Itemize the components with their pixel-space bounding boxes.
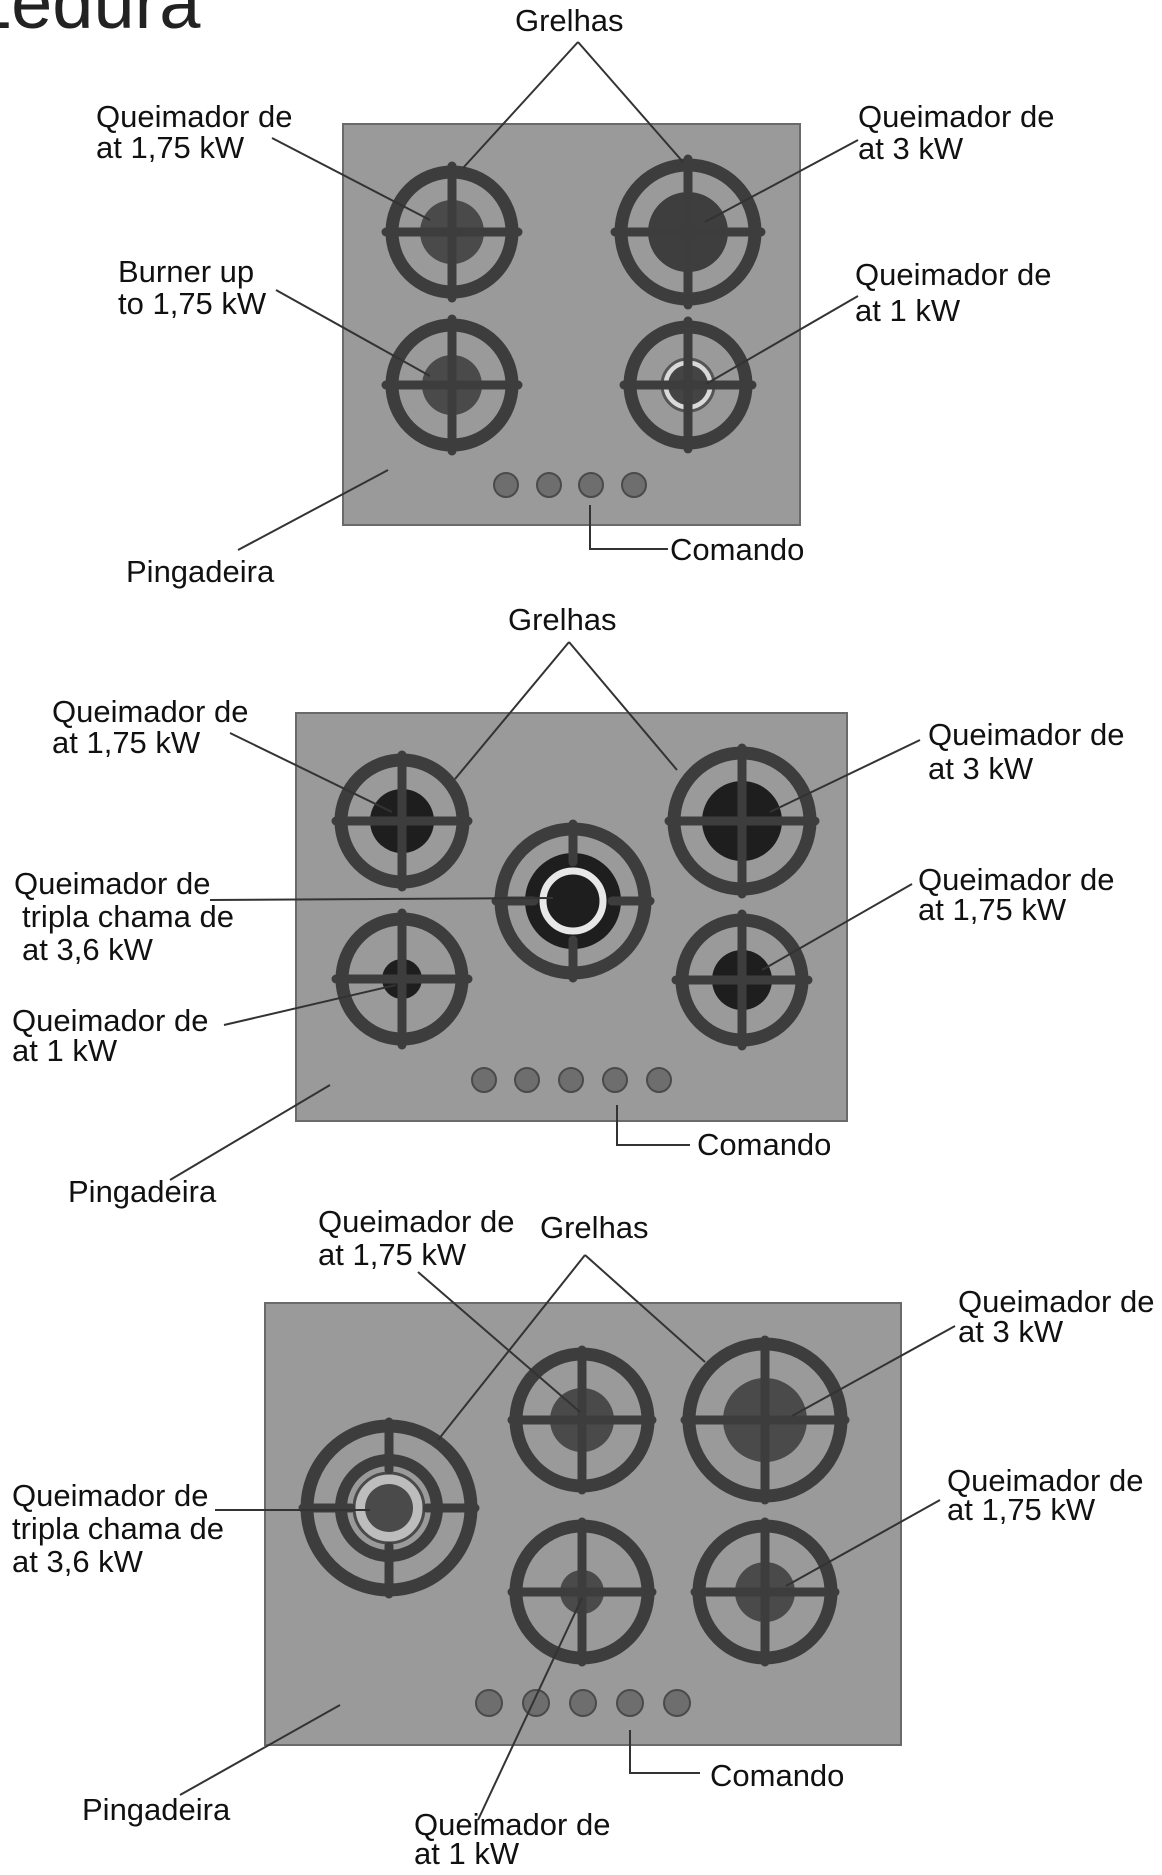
label-burner-bottom-right-l2: at 1,75 kW — [947, 1492, 1096, 1527]
label-burner-top-right-l2: at 3 kW — [958, 1314, 1064, 1349]
knob[interactable] — [602, 1067, 628, 1093]
label-burner-top-right-l1: Queimador de — [928, 717, 1124, 752]
label-burner-triple-l3: at 3,6 kW — [22, 932, 154, 967]
label-burner-top-right-l1: Queimador de — [858, 99, 1054, 134]
label-burner-top-middle-l1: Queimador de — [318, 1204, 514, 1239]
burner-top-right — [664, 743, 820, 899]
knob[interactable] — [578, 472, 604, 498]
label-drip-tray: Pingadeira — [82, 1792, 231, 1827]
knob[interactable] — [646, 1067, 672, 1093]
knob[interactable] — [621, 472, 647, 498]
burner-top-right — [610, 154, 766, 310]
burner-bottom-left — [381, 314, 523, 456]
label-burner-top-right-l1: Queimador de — [958, 1284, 1154, 1319]
cooktop-5-burner-center: Grelhas Queimador de at 1,75 kW Queimado… — [12, 602, 1124, 1209]
burner-top-left — [381, 161, 523, 303]
label-burner-top-middle-l2: at 1,75 kW — [318, 1237, 467, 1272]
label-burner-top-right-l2: at 3 kW — [928, 751, 1034, 786]
burner-bottom-left — [331, 908, 473, 1050]
control-knobs — [493, 472, 647, 498]
knob[interactable] — [514, 1067, 540, 1093]
cooktop-plate — [342, 123, 801, 526]
control-knobs — [471, 1067, 672, 1093]
burner-bottom-right — [671, 909, 813, 1051]
label-burner-triple-l3: at 3,6 kW — [12, 1544, 144, 1579]
burner-top-left — [331, 750, 473, 892]
label-controls: Comando — [697, 1127, 831, 1162]
burner-bottom-right — [619, 316, 757, 454]
knob[interactable] — [471, 1067, 497, 1093]
label-burner-bottom-right-l1: Queimador de — [855, 257, 1051, 292]
knob[interactable] — [569, 1689, 597, 1717]
label-burner-top-left-l1: Queimador de — [52, 694, 248, 729]
label-burner-triple-l1: Queimador de — [12, 1478, 208, 1513]
label-grates: Grelhas — [508, 602, 617, 637]
knob[interactable] — [493, 472, 519, 498]
label-burner-top-left-l2: at 1,75 kW — [96, 130, 245, 165]
knob[interactable] — [616, 1689, 644, 1717]
label-controls: Comando — [670, 532, 804, 567]
cooktop-4-burner: Grelhas Queimador de at 1,75 kW Queimado… — [96, 3, 1054, 589]
label-burner-top-left-l2: at 1,75 kW — [52, 725, 201, 760]
label-burner-bottom-left-l1: Burner up — [118, 254, 254, 289]
label-burner-top-left-l1: Queimador de — [96, 99, 292, 134]
burner-bottom-right — [690, 1517, 840, 1667]
burner-triple-center — [491, 819, 655, 983]
label-burner-triple-l1: Queimador de — [14, 866, 210, 901]
burner-top-middle — [507, 1345, 657, 1495]
label-burner-bottom-right-l1: Queimador de — [918, 862, 1114, 897]
label-burner-bottom-left-l2: to 1,75 kW — [118, 286, 267, 321]
label-burner-bottom-right-l2: at 1,75 kW — [918, 892, 1067, 927]
label-grates: Grelhas — [540, 1210, 649, 1245]
label-drip-tray: Pingadeira — [126, 554, 275, 589]
label-burner-top-right-l2: at 3 kW — [858, 131, 964, 166]
label-drip-tray: Pingadeira — [68, 1174, 217, 1209]
page-title: Ledura — [0, 0, 201, 44]
knob[interactable] — [558, 1067, 584, 1093]
label-burner-bottom-middle-l1: Queimador de — [414, 1807, 610, 1842]
label-burner-triple-l2: tripla chama de — [12, 1511, 224, 1546]
burner-top-right — [680, 1335, 850, 1505]
knob[interactable] — [536, 472, 562, 498]
knob[interactable] — [663, 1689, 691, 1717]
label-burner-bottom-right-l1: Queimador de — [947, 1463, 1143, 1498]
cooktop-5-burner-side: Queimador de at 1,75 kW Grelhas Queimado… — [12, 1204, 1154, 1871]
burner-triple-left — [298, 1417, 480, 1599]
label-burner-bottom-right-l2: at 1 kW — [855, 293, 961, 328]
label-controls: Comando — [710, 1758, 844, 1793]
label-grates: Grelhas — [515, 3, 624, 38]
label-burner-triple-l2: tripla chama de — [22, 899, 234, 934]
label-burner-bottom-middle-l2: at 1 kW — [414, 1836, 520, 1870]
label-burner-bottom-left-l2: at 1 kW — [12, 1033, 118, 1068]
label-burner-bottom-left-l1: Queimador de — [12, 1003, 208, 1038]
control-knobs — [475, 1689, 691, 1717]
knob[interactable] — [475, 1689, 503, 1717]
burner-bottom-middle — [507, 1517, 657, 1667]
